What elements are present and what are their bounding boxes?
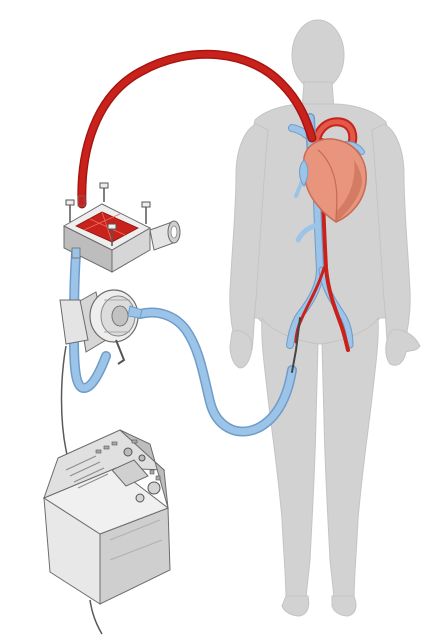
- console-knob-icon: [139, 455, 145, 461]
- oxygenator: [64, 183, 180, 272]
- human-body-silhouette: [230, 20, 420, 616]
- console: [44, 430, 170, 604]
- console-knob-icon: [124, 448, 132, 456]
- console-knob-icon: [148, 482, 160, 494]
- console-knob-icon: [136, 494, 144, 502]
- console-power-cable: [90, 600, 102, 634]
